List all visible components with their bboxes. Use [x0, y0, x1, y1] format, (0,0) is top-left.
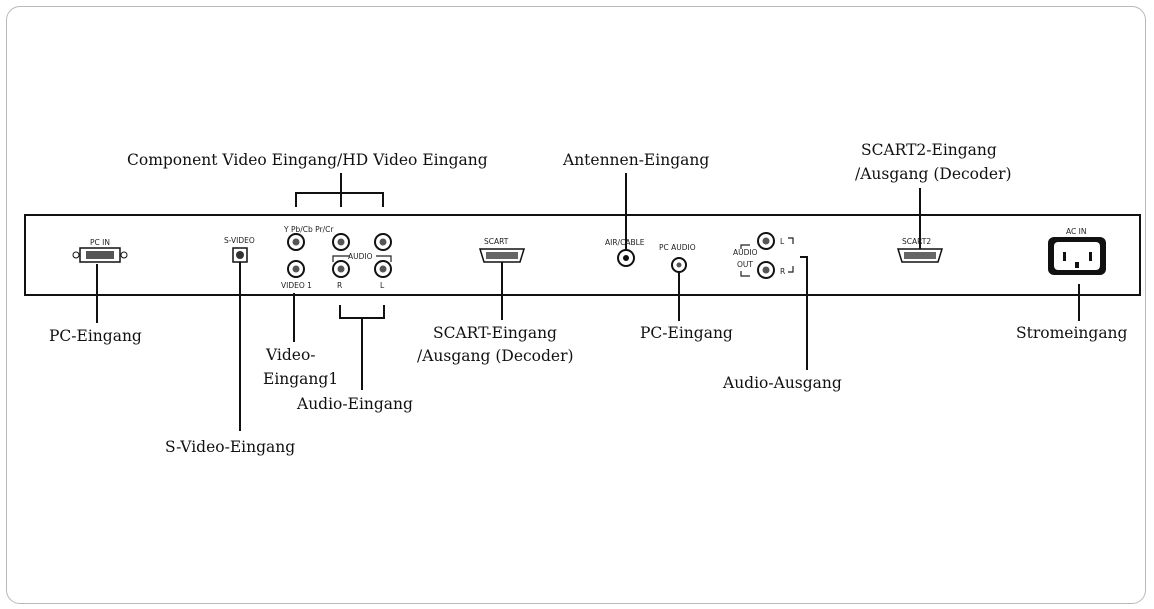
scart-port: SCART — [478, 237, 526, 263]
back-panel — [24, 214, 1141, 296]
pc-audio-label: PC AUDIO — [659, 243, 696, 252]
scart2-label: SCART2 — [902, 237, 931, 246]
audio-r-label: R — [337, 281, 342, 290]
s-video-label: S-VIDEO — [224, 236, 255, 245]
audio-out-ports: AUDIO OUT L R — [733, 232, 794, 279]
ac-in-label: AC IN — [1066, 227, 1086, 236]
callout-antenna: Antennen-Eingang — [562, 151, 709, 169]
callout-video1-line2: Eingang1 — [263, 370, 338, 388]
callout-s-video: S-Video-Eingang — [165, 438, 295, 456]
callout-audio-in: Audio-Eingang — [296, 395, 413, 413]
out-r-label: R — [780, 267, 785, 276]
pc-in-label: PC IN — [90, 238, 110, 247]
component-audio-block: Y Pb/Cb Pr/Cr AUDIO VIDEO 1 R L — [281, 225, 392, 290]
out-l-label: L — [780, 237, 785, 246]
callout-pc-audio: PC-Eingang — [640, 324, 733, 342]
callout-component-video: Component Video Eingang/HD Video Eingang — [127, 151, 488, 169]
pc-audio-port: PC AUDIO — [659, 243, 696, 273]
ac-in-port: AC IN — [1048, 227, 1106, 275]
callout-video1-line1: Video- — [265, 346, 316, 364]
air-cable-label: AIR/CABLE — [605, 238, 645, 247]
callout-scart2-line2: /Ausgang (Decoder) — [855, 165, 1012, 183]
callout-power: Stromeingang — [1016, 324, 1128, 342]
callout-scart-line2: /Ausgang (Decoder) — [417, 347, 574, 365]
pc-in-port: PC IN — [72, 238, 128, 263]
callout-audio-out: Audio-Ausgang — [722, 374, 842, 392]
video1-label: VIDEO 1 — [281, 281, 312, 290]
callout-lines — [96, 173, 1080, 431]
component-label: Y Pb/Cb Pr/Cr — [283, 225, 334, 234]
scart-label: SCART — [484, 237, 509, 246]
scart2-port: SCART2 — [896, 237, 944, 263]
diagram-frame — [6, 6, 1146, 604]
callout-pc-in: PC-Eingang — [49, 327, 142, 345]
out-label: OUT — [737, 260, 753, 269]
audio-in-label: AUDIO — [348, 252, 373, 261]
audio-out-label: AUDIO — [733, 248, 758, 257]
callout-scart-line1: SCART-Eingang — [433, 324, 557, 342]
callout-scart2-line1: SCART2-Eingang — [861, 141, 997, 159]
audio-l-label: L — [380, 281, 385, 290]
